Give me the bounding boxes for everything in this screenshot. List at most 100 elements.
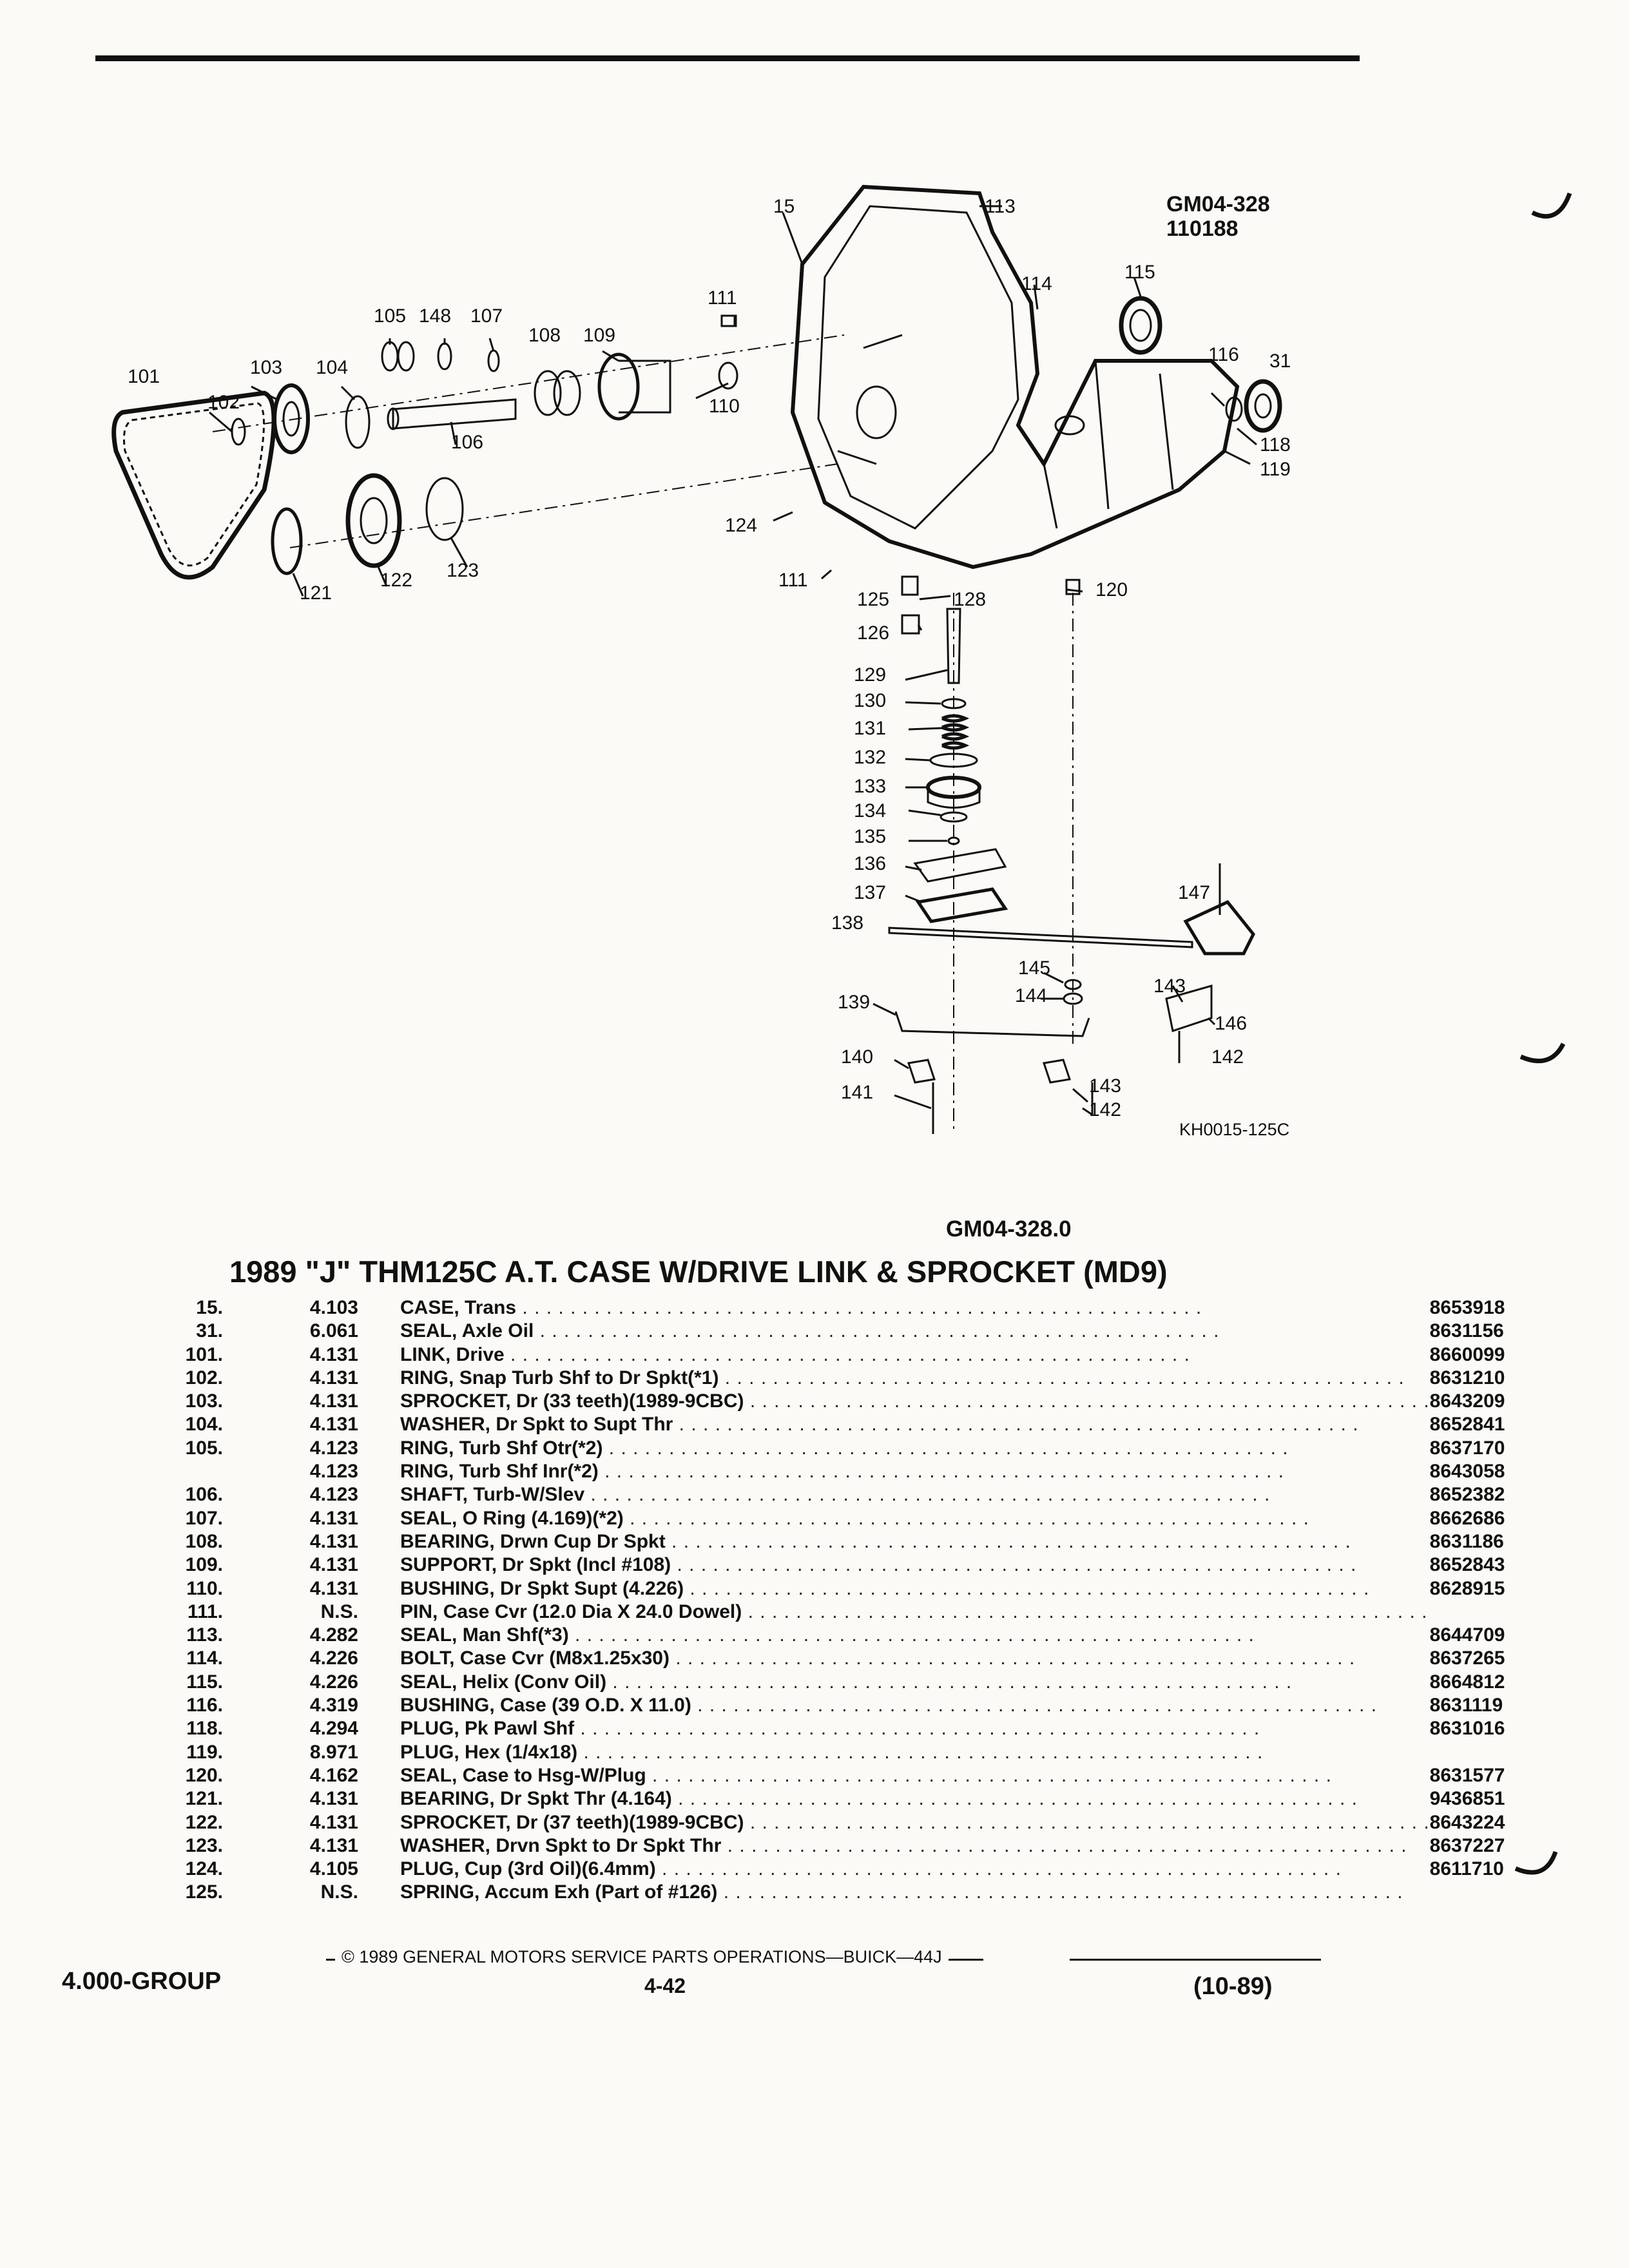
callout-label: 101 (128, 366, 160, 387)
callout-label: 139 (838, 992, 870, 1013)
ref-number: 107. (185, 1507, 223, 1529)
spacer (358, 1717, 400, 1740)
spacer (358, 1577, 400, 1600)
pin-111 (720, 314, 737, 327)
part-description: SEAL, Man Shf(*3) . . . . . . . . . . . … (400, 1624, 1430, 1647)
group-number: 4.123 (309, 1484, 358, 1506)
callout-label: 121 (300, 582, 332, 604)
callout-label: 148 (419, 305, 451, 327)
leader-dots: . . . . . . . . . . . . . . . . . . . . … (744, 1390, 1430, 1412)
ref-number: 122. (185, 1811, 223, 1833)
part-name: SEAL, (400, 1320, 458, 1342)
leader-dots: . . . . . . . . . . . . . . . . . . . . … (655, 1858, 1342, 1880)
washer-144 (1063, 992, 1083, 1005)
bracket-146 (1165, 985, 1213, 1032)
part-detail: O Ring (4.169)(*2) (462, 1507, 624, 1529)
callout-label: 111 (778, 570, 808, 591)
part-name: SUPPORT, (400, 1554, 497, 1576)
part-detail: Case Cvr (12.0 Dia X 24.0 Dowel) (443, 1600, 742, 1622)
spacer (358, 1507, 400, 1530)
callout-label: 144 (1015, 985, 1047, 1006)
callout-label: 104 (316, 357, 348, 378)
ref-number: 15. (196, 1297, 223, 1318)
part-number: 8637227 (1429, 1834, 1505, 1856)
callout-label: 125 (857, 589, 889, 610)
leader-dots: . . . . . . . . . . . . . . . . . . . . … (671, 1554, 1357, 1576)
part-number: 8643058 (1429, 1461, 1505, 1483)
part-number (1430, 1741, 1549, 1764)
callout-label: 137 (854, 882, 886, 903)
part-name: PLUG, (400, 1858, 459, 1880)
part-number: 8637170 (1429, 1437, 1505, 1459)
spacer (358, 1787, 400, 1811)
part-name: WASHER, (400, 1414, 491, 1436)
leader-dots: . . . . . . . . . . . . . . . . . . . . … (598, 1461, 1284, 1483)
spacer (358, 1858, 400, 1881)
part-number: 8631119 (1429, 1695, 1503, 1716)
part-description: PLUG, Hex (1/4x18) . . . . . . . . . . .… (400, 1741, 1430, 1764)
part-name: SEAL, (400, 1764, 458, 1786)
part-detail: Axle Oil (461, 1320, 534, 1342)
spacer (358, 1530, 400, 1553)
part-name: SPROCKET, (400, 1390, 511, 1412)
part-number: 8662686 (1429, 1507, 1505, 1529)
callout-label: 128 (954, 589, 986, 610)
leader-dots: . . . . . . . . . . . . . . . . . . . . … (721, 1834, 1407, 1856)
leader-dots: . . . . . . . . . . . . . . . . . . . . … (718, 1367, 1405, 1389)
leader-dots: . . . . . . . . . . . . . . . . . . . . … (602, 1437, 1289, 1459)
leader-dots: . . . . . . . . . . . . . . . . . . . . … (516, 1297, 1202, 1318)
callout-label: 105 (374, 305, 406, 327)
part-number: 8631577 (1429, 1764, 1505, 1786)
part-description: BUSHING, Case (39 O.D. X 11.0) . . . . .… (400, 1694, 1430, 1717)
ref-number: 124. (185, 1858, 223, 1880)
part-detail: Trans (465, 1297, 517, 1318)
callout-label: 145 (1018, 957, 1050, 979)
part-number: 8644709 (1429, 1624, 1505, 1646)
ref-number: 125. (185, 1881, 223, 1903)
ring-134 (940, 811, 968, 823)
footer-rule-right (1070, 1959, 1321, 1961)
callout-label: 131 (854, 718, 886, 739)
callout-label: 140 (841, 1046, 873, 1068)
centerline-upper (212, 334, 845, 432)
part-detail: Accum Exh (Part of #126) (484, 1881, 718, 1903)
spacer (358, 1483, 400, 1506)
callout-label: 114 (1021, 273, 1052, 294)
callout-label: 31 (1269, 351, 1291, 372)
part-name: BEARING, (400, 1530, 495, 1552)
part-detail: Drwn Cup Dr Spkt (500, 1530, 666, 1552)
spacer (358, 1811, 400, 1834)
part-name: SEAL, (400, 1507, 458, 1529)
part-name: RING, (400, 1437, 454, 1459)
leader-dots: . . . . . . . . . . . . . . . . . . . . … (606, 1671, 1293, 1693)
part-detail: Drvn Spkt to Dr Spkt Thr (496, 1834, 722, 1856)
part-detail: Turb-W/Slev (473, 1484, 585, 1506)
leader-dots: . . . . . . . . . . . . . . . . . . . . … (717, 1881, 1403, 1903)
part-detail: Hex (1/4x18) (465, 1741, 578, 1763)
spacer (358, 1834, 400, 1858)
parts-row: 125.N.S.SPRING, Accum Exh (Part of #126)… (161, 1881, 1549, 1904)
spacer (358, 1296, 400, 1320)
group-number: 4.131 (309, 1367, 358, 1389)
part-description: SEAL, Helix (Conv Oil) . . . . . . . . .… (400, 1671, 1430, 1694)
seal-107 (487, 349, 500, 372)
revision-date: (10-89) (1193, 1973, 1273, 2000)
ref-number: 111. (187, 1600, 223, 1622)
part-description: BOLT, Case Cvr (M8x1.25x30) . . . . . . … (400, 1647, 1430, 1670)
spacer (358, 1320, 400, 1343)
callout-label: 108 (528, 325, 561, 346)
support-109 (597, 352, 671, 421)
callout-label: 147 (1178, 882, 1210, 903)
ref-number: 121. (185, 1788, 223, 1810)
ref-number: 108. (185, 1530, 223, 1552)
callout-label: 143 (1089, 1075, 1121, 1097)
part-description: SPRING, Accum Exh (Part of #126) . . . .… (400, 1881, 1430, 1904)
callout-label: 115 (1124, 262, 1155, 283)
leader-dots: . . . . . . . . . . . . . . . . . . . . … (673, 1414, 1359, 1436)
page-title: 1989 "J" THM125C A.T. CASE W/DRIVE LINK … (229, 1254, 1168, 1289)
callout-label: 146 (1215, 1013, 1247, 1034)
